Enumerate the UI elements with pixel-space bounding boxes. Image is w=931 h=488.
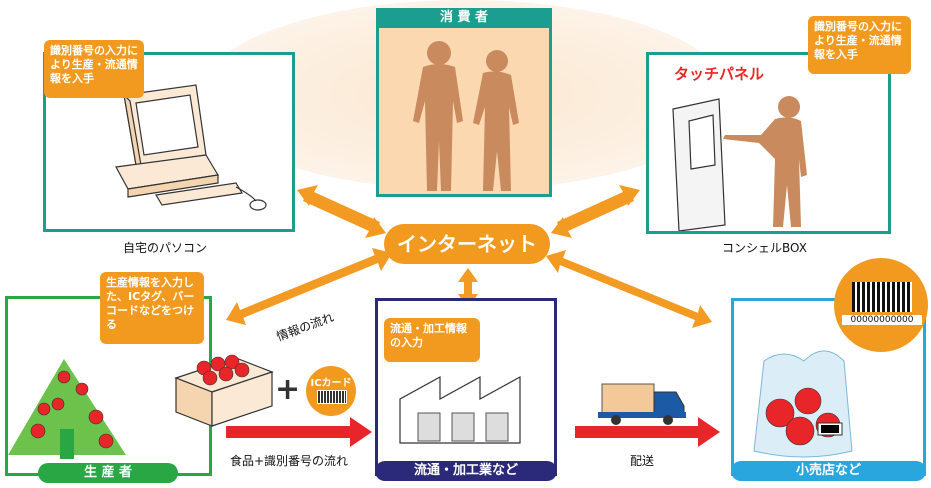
barcode-icon (852, 282, 912, 312)
home-pc-bubble: 識別番号の入力により生産・流通情報を入手 (44, 40, 144, 98)
apple-bag-icon (753, 350, 853, 458)
touch-panel-label: タッチパネル (674, 65, 765, 83)
producer-tag: 生 産 者 (38, 463, 178, 483)
retail-tag: 小売店など (731, 461, 926, 481)
ic-card-barcode-icon (317, 390, 347, 404)
ic-card-icon: ICカード (306, 366, 356, 416)
concierge-panel: タッチパネル (646, 52, 891, 234)
internet-node: インターネット (384, 224, 550, 264)
barcode-zoom-bubble: 00000000000 (834, 258, 928, 352)
barcode-number: 00000000000 (842, 315, 922, 325)
processing-bubble: 流通・加工情報の入力 (384, 318, 480, 362)
delivery-label: 配送 (630, 454, 655, 468)
consumer-panel: 消 費 者 (376, 8, 552, 197)
consumer-silhouettes-icon (413, 41, 519, 191)
processing-tag: 流通・加工業など (375, 461, 557, 481)
home-pc-panel (43, 52, 295, 232)
home-pc-label: 自宅のパソコン (123, 241, 208, 255)
apple-tree-icon (8, 359, 126, 459)
computer-icon (115, 84, 267, 211)
ic-card-label: ICカード (310, 378, 352, 389)
factory-icon (399, 375, 521, 444)
goods-arrows (226, 417, 720, 447)
touch-panel-kiosk-icon (672, 96, 807, 231)
producer-bubble: 生産情報を入力した、ICタグ、バーコードなどをつける (100, 272, 204, 344)
consumer-tag: 消 費 者 (376, 8, 552, 28)
goods-flow-label: 食品+識別番号の流れ (230, 454, 349, 468)
plus-icon: + (275, 372, 301, 407)
concierge-label: コンシェルBOX (722, 241, 807, 255)
concierge-bubble: 識別番号の入力により生産・流通情報を入手 (808, 16, 911, 74)
